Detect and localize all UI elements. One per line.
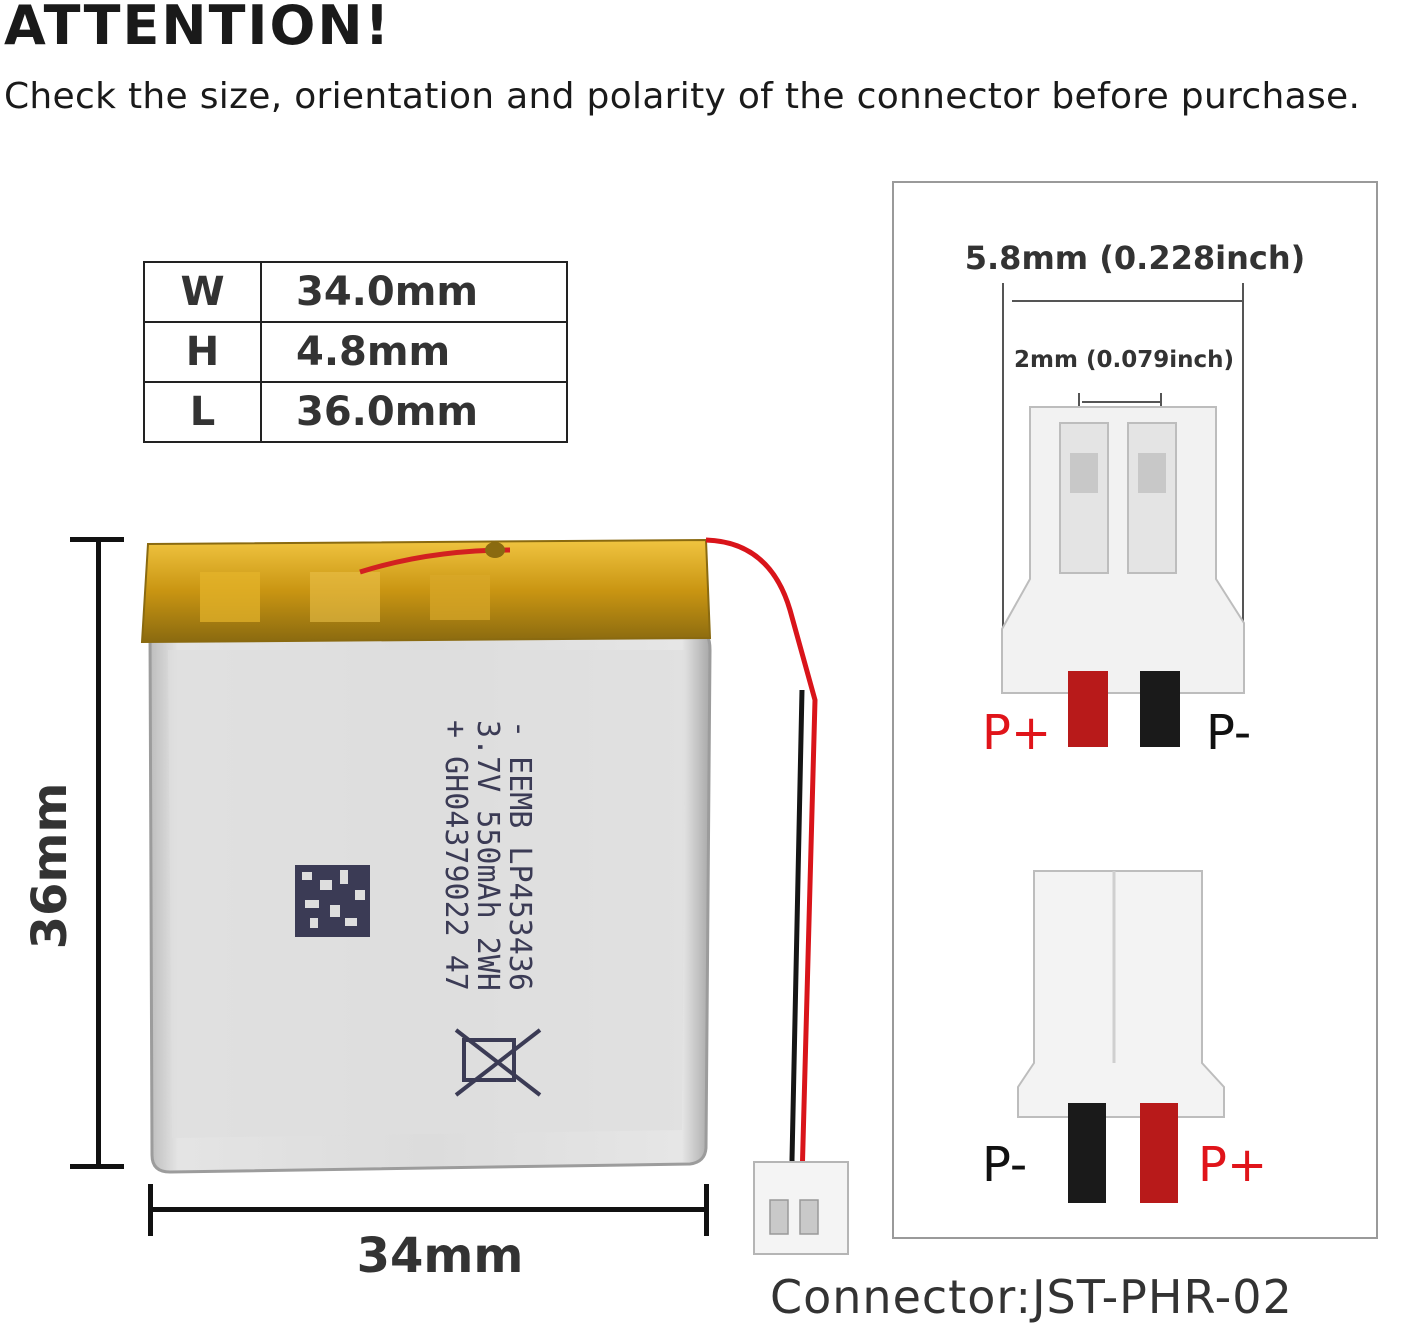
top-view-right-pole: P-: [1206, 705, 1252, 761]
dim-value: 4.8mm: [260, 321, 568, 383]
inner-pitch-label: 2mm (0.079inch): [1014, 347, 1234, 373]
height-dimension-cap-top: [70, 537, 124, 542]
battery-tape: [140, 538, 712, 644]
top-view-left-pole: P+: [982, 705, 1052, 761]
outer-pitch-line: [1012, 300, 1242, 302]
red-wire: [705, 537, 823, 1212]
width-dimension-cap-right: [704, 1184, 709, 1236]
connector-top-view: [1001, 406, 1245, 747]
dim-value: 34.0mm: [260, 261, 568, 323]
black-wire: [789, 689, 805, 1211]
width-dimension-line: [150, 1207, 707, 1212]
width-dimension-cap-left: [148, 1184, 153, 1236]
dim-value: 36.0mm: [260, 381, 568, 443]
connector-panel: 5.8mm (0.228inch) 2mm (0.079inch) P+ P- …: [892, 181, 1378, 1239]
height-dimension-cap-bottom: [70, 1164, 124, 1169]
connector-bottom-view: [1017, 870, 1225, 1203]
dim-key: H: [143, 321, 262, 383]
outer-pitch-guide-left: [1002, 283, 1004, 653]
red-lead: [1068, 671, 1108, 747]
battery-print-line-2: 3.7V 550mAh 2WH: [470, 720, 505, 991]
black-lead: [1068, 1103, 1106, 1203]
table-row: W 34.0mm: [143, 261, 568, 323]
weee-bin-icon: [454, 1028, 542, 1097]
height-dimension-label: 36mm: [22, 782, 78, 950]
height-dimension: 36mm: [20, 776, 80, 956]
black-lead: [1140, 671, 1180, 747]
table-row: L 36.0mm: [143, 381, 568, 443]
attention-subtitle: Check the size, orientation and polarity…: [4, 76, 1361, 117]
red-lead: [1140, 1103, 1178, 1203]
dim-key: W: [143, 261, 262, 323]
width-dimension-label: 34mm: [356, 1228, 524, 1284]
height-dimension-line: [96, 538, 101, 1168]
bottom-view-left-pole: P-: [982, 1137, 1028, 1193]
inner-pitch-line: [1082, 401, 1160, 403]
dim-key: L: [143, 381, 262, 443]
outer-pitch-label: 5.8mm (0.228inch): [964, 239, 1306, 277]
outer-pitch-guide-right: [1242, 283, 1244, 653]
datamatrix-code: [295, 865, 370, 937]
dimensions-table: W 34.0mm H 4.8mm L 36.0mm: [143, 261, 568, 443]
bottom-view-right-pole: P+: [1198, 1137, 1268, 1193]
attention-title: ATTENTION!: [4, 0, 392, 57]
battery-print-line-3: + GH04379022 47: [438, 720, 473, 991]
battery-print-line-1: - EEMB LP453436: [502, 720, 537, 991]
battery-illustration: - EEMB LP453436 3.7V 550mAh 2WH + GH0437…: [140, 537, 849, 1255]
connector-type-label: Connector:JST-PHR-02: [770, 1270, 1293, 1324]
table-row: H 4.8mm: [143, 321, 568, 383]
